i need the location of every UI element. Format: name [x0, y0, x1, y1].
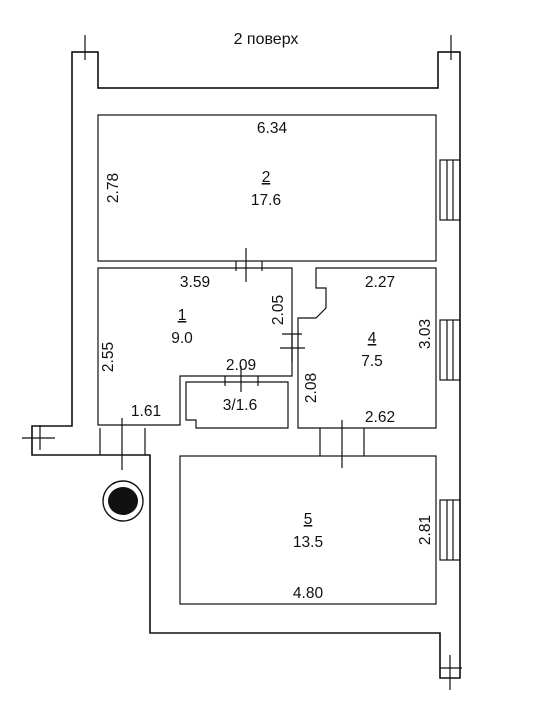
room-1-top-label: 3.59: [180, 274, 210, 291]
room-1-bottom-label: 1.61: [131, 403, 161, 420]
room-4-top-label: 2.27: [365, 274, 395, 291]
room-4-area: 7.5: [361, 353, 383, 370]
room-1-left-label: 2.55: [100, 342, 117, 372]
room-5-bottom-label: 4.80: [293, 585, 324, 602]
room-1-inner-label: 2.09: [226, 357, 256, 374]
room-2-area: 17.6: [251, 192, 281, 209]
floor-title: 2 поверх: [234, 31, 299, 48]
room-5: 2.81 4.80 5 13.5: [179, 455, 461, 605]
room-1-right-label: 2.05: [270, 295, 287, 325]
door-4-5: [319, 420, 365, 468]
room-1-number: 1: [178, 307, 187, 324]
room-2-number: 2: [262, 169, 271, 186]
room-5-area: 13.5: [293, 534, 323, 551]
room-4: 2.27 3.03 2.08 4 7.5 2.62: [297, 267, 461, 429]
room-2-height-label: 2.78: [105, 173, 122, 203]
room-4-right-label: 3.03: [417, 319, 434, 349]
window: [439, 159, 461, 221]
room-2-width-label: 6.34: [257, 120, 288, 137]
room-5-right-label: 2.81: [417, 515, 434, 545]
window: [439, 319, 461, 381]
room-3-label: 3/1.6: [223, 397, 257, 414]
window: [439, 499, 461, 561]
entrance-door: [99, 418, 146, 470]
door-1-4: [280, 333, 305, 362]
room-1-area: 9.0: [171, 330, 193, 347]
room-4-number: 4: [368, 330, 377, 347]
room-2: 6.34 2.78 2 17.6: [97, 114, 461, 262]
axis-ticks: [22, 35, 462, 690]
outer-walls: [31, 51, 461, 679]
door-2-1: [235, 248, 263, 282]
room-1: 3.59 2.05 2.55 1 9.0 2.09 1.61: [97, 267, 293, 426]
room-5-number: 5: [304, 511, 313, 528]
room-3: 3/1.6: [185, 366, 289, 429]
filled-oval-icon: [102, 480, 144, 522]
room-4-bottom-label: 2.62: [365, 409, 395, 426]
room-4-left-label: 2.08: [303, 373, 320, 403]
